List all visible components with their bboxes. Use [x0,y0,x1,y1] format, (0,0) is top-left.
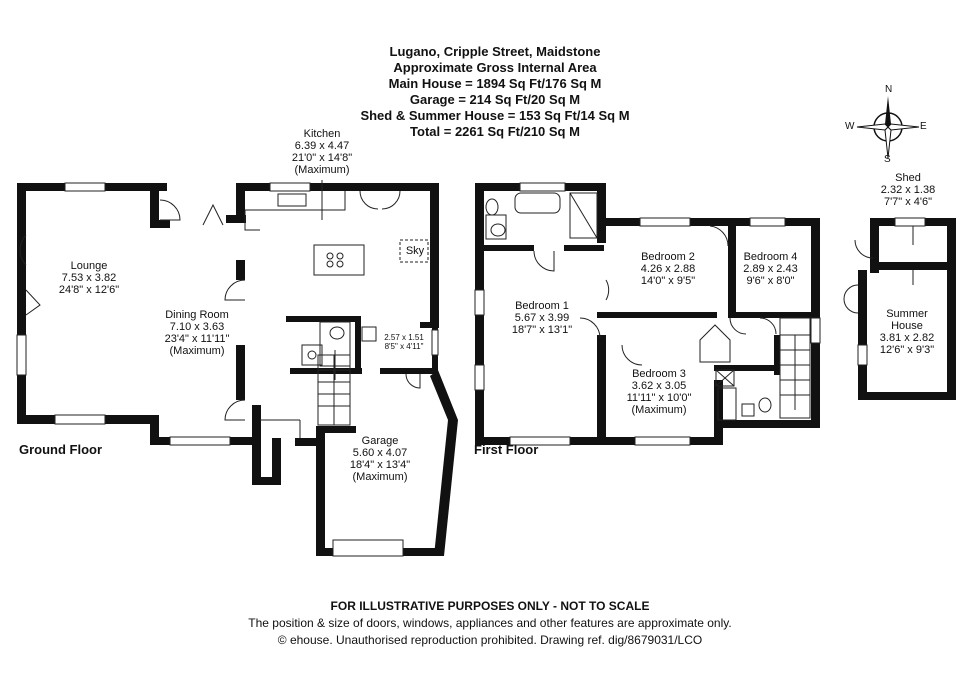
ground-floor-fixtures [19,190,429,438]
kitchen-metric: 6.39 x 4.47 [294,140,350,152]
shed-metric: 2.32 x 1.38 [880,184,936,196]
garage-label: Garage 5.60 x 4.07 18'4" x 13'4" (Maximu… [335,435,425,483]
shed-name: Shed [895,172,921,184]
bedroom4-name: Bedroom 4 [743,251,798,263]
bedroom4-imperial: 9'6" x 8'0" [746,275,795,287]
kitchen-imperial: 21'0" x 14'8" [291,152,353,164]
total-area: Total = 2261 Sq Ft/210 Sq M [410,124,580,139]
shed-imperial: 7'7" x 4'6" [883,196,933,208]
first-floor-title: First Floor [474,442,539,457]
area-subtitle: Approximate Gross Internal Area [393,60,597,75]
garage-imperial: 18'4" x 13'4" [349,459,411,471]
bedroom3-metric: 3.62 x 3.05 [631,380,687,392]
utility-metric: 2.57 x 1.51 [384,333,424,342]
bedroom4-metric: 2.89 x 2.43 [743,263,798,275]
outbuilding-walls [843,217,956,400]
bedroom3-name: Bedroom 3 [632,368,686,380]
lounge-metric: 7.53 x 3.82 [61,272,117,284]
sky-label: Sky [405,245,425,257]
garage-note: (Maximum) [352,471,408,483]
summer-house-imperial: 12'6" x 9'3" [879,344,935,356]
bedroom2-name: Bedroom 2 [641,251,695,263]
plan-header: Lugano, Cripple Street, Maidstone Approx… [0,44,980,140]
kitchen-name: Kitchen [303,128,341,140]
dining-room-metric: 7.10 x 3.63 [169,321,225,333]
bedroom3-label: Bedroom 3 3.62 x 3.05 11'11" x 10'0" (Ma… [614,368,704,416]
compass-north: N [885,84,893,95]
summer-house-name2: House [891,320,923,332]
summer-house-metric: 3.81 x 2.82 [879,332,935,344]
dining-room-imperial: 23'4" x 11'11" [164,333,230,345]
summer-house-label: Summer House 3.81 x 2.82 12'6" x 9'3" [867,308,947,356]
bedroom3-imperial: 11'11" x 10'0" [626,392,692,404]
utility-imperial: 8'5" x 4'11" [384,342,424,351]
compass-south: S [884,154,891,165]
bedroom2-label: Bedroom 2 4.26 x 2.88 14'0" x 9'5" [623,251,713,287]
compass-east: E [920,121,927,132]
bedroom1-metric: 5.67 x 3.99 [514,312,570,324]
kitchen-label: Kitchen 6.39 x 4.47 21'0" x 14'8" (Maxim… [277,128,367,176]
bedroom2-imperial: 14'0" x 9'5" [640,275,696,287]
bedroom3-note: (Maximum) [631,404,687,416]
garage-metric: 5.60 x 4.07 [352,447,408,459]
disclaimer-text: The position & size of doors, windows, a… [248,616,732,630]
bedroom2-metric: 4.26 x 2.88 [640,263,696,275]
kitchen-note: (Maximum) [294,164,350,176]
dimension-arrows [321,180,336,380]
garage-name: Garage [361,435,399,447]
lounge-imperial: 24'8" x 12'6" [58,284,120,296]
bedroom1-name: Bedroom 1 [515,300,569,312]
lounge-name: Lounge [70,260,108,272]
lounge-label: Lounge 7.53 x 3.82 24'8" x 12'6" [44,260,134,296]
copyright-text: © ehouse. Unauthorised reproduction proh… [277,633,703,647]
first-floor-fixtures [485,192,811,421]
bedroom1-imperial: 18'7" x 13'1" [511,324,573,336]
utility-label: 2.57 x 1.51 8'5" x 4'11" [376,333,432,351]
garage-area: Garage = 214 Sq Ft/20 Sq M [409,92,581,107]
bedroom1-label: Bedroom 1 5.67 x 3.99 18'7" x 13'1" [497,300,587,336]
compass-rose-icon [856,96,920,159]
compass-west: W [845,121,855,132]
ground-floor-walls [16,182,458,557]
dining-room-name: Dining Room [165,309,229,321]
bedroom4-label: Bedroom 4 2.89 x 2.43 9'6" x 8'0" [733,251,808,287]
ground-floor-title: Ground Floor [19,442,103,457]
dining-room-note: (Maximum) [169,345,225,357]
dining-room-label: Dining Room 7.10 x 3.63 23'4" x 11'11" (… [152,309,242,357]
main-house-area: Main House = 1894 Sq Ft/176 Sq M [388,76,602,91]
address-title: Lugano, Cripple Street, Maidstone [389,44,601,59]
plan-footer: FOR ILLUSTRATIVE PURPOSES ONLY - NOT TO … [0,598,980,649]
shed-summer-area: Shed & Summer House = 153 Sq Ft/14 Sq M [360,108,630,123]
shed-label: Shed 2.32 x 1.38 7'7" x 4'6" [868,172,948,208]
summer-house-name: Summer [886,308,928,320]
disclaimer-title: FOR ILLUSTRATIVE PURPOSES ONLY - NOT TO … [330,599,650,613]
